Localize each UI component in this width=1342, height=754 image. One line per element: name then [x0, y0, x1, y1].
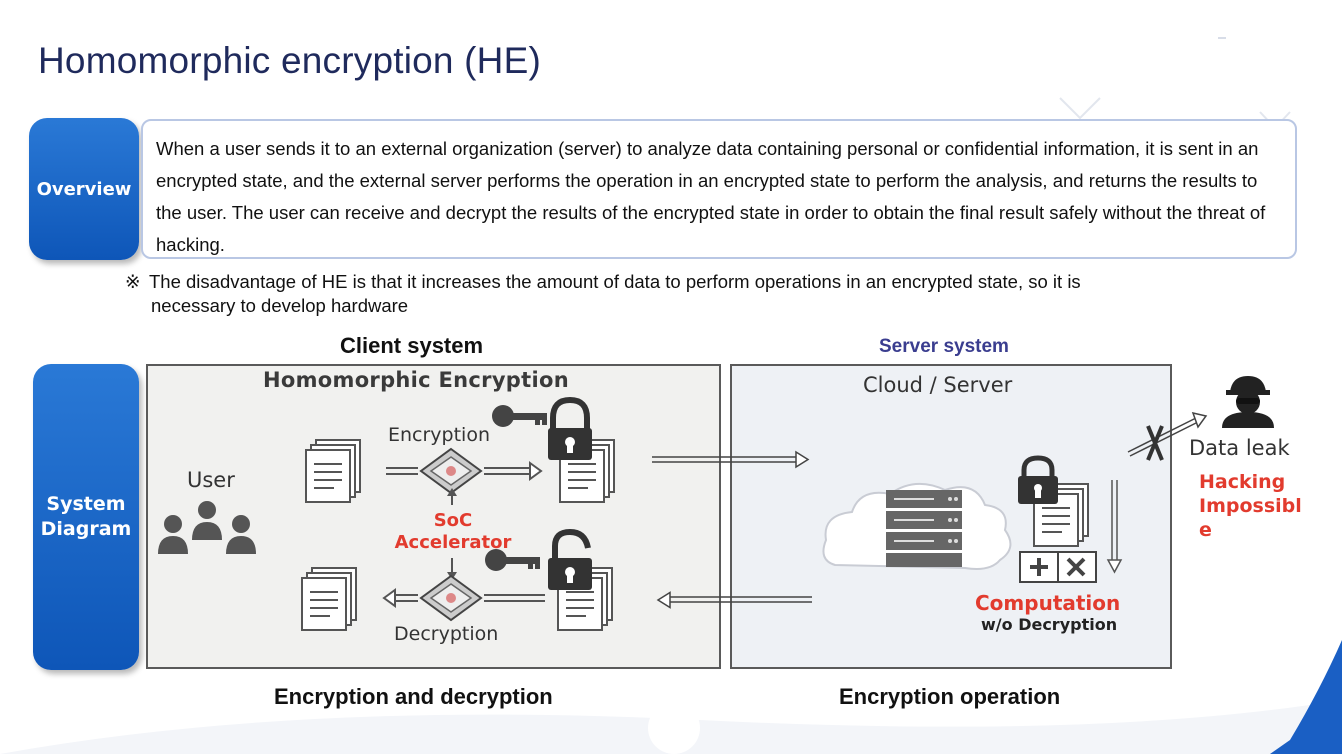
note-line-2: necessary to develop hardware	[151, 295, 409, 316]
system-diagram-tab: System Diagram	[33, 364, 139, 670]
encryption-decryption-label: Encryption and decryption	[274, 684, 553, 709]
soc-chip-decrypt-icon	[420, 575, 482, 621]
hacking-impossible-label: Hacking Impossibl e	[1199, 470, 1309, 542]
plus-times-icon	[1019, 551, 1097, 583]
encryption-label: Encryption	[388, 424, 491, 446]
computation-sub-label: w/o Decryption	[981, 615, 1118, 634]
hacking-line-1: Hacking	[1199, 471, 1286, 493]
decryption-label: Decryption	[394, 623, 499, 645]
encrypt-arrow-icon	[484, 461, 543, 481]
users-icon	[158, 501, 256, 554]
note-symbol: ※	[125, 271, 141, 292]
page-title: Homomorphic encryption (HE)	[38, 40, 542, 81]
data-leak-label: Data leak	[1189, 436, 1290, 460]
process-down-arrow-icon	[1106, 480, 1123, 574]
server-icon	[886, 490, 962, 567]
client-system-label: Client system	[340, 333, 484, 358]
encryption-operation-label: Encryption operation	[839, 684, 1061, 709]
plaintext-document-icon	[305, 439, 361, 503]
soc-accelerator-label: SoC Accelerator	[386, 510, 520, 554]
server-lock-icon	[1018, 455, 1058, 504]
overview-tab: Overview	[29, 118, 139, 260]
hacking-line-3: e	[1199, 519, 1212, 541]
computation-label: Computation	[975, 591, 1121, 615]
soc-line-2: Accelerator	[394, 532, 512, 553]
system-tab-line-2: Diagram	[40, 518, 132, 540]
user-label: User	[187, 468, 235, 492]
overview-box: When a user sends it to an external orga…	[141, 119, 1297, 259]
system-tab-line-1: System	[46, 493, 126, 515]
hacking-line-2: Impossibl	[1199, 495, 1302, 517]
key-icon	[492, 405, 547, 427]
decrypted-document-icon	[301, 567, 357, 631]
disadvantage-note: ※ The disadvantage of HE is that it incre…	[125, 270, 1275, 318]
server-system-label: Server system	[879, 336, 1009, 357]
soc-chip-icon	[420, 448, 482, 494]
hacker-icon	[1212, 372, 1282, 430]
return-to-client-arrow-icon	[656, 591, 812, 609]
overview-text: When a user sends it to an external orga…	[156, 138, 1266, 255]
lock-icon	[548, 396, 592, 460]
decrypt-arrow-icon	[382, 588, 418, 608]
send-to-server-arrow-icon	[652, 450, 810, 469]
blocked-leak-icon	[1127, 411, 1208, 461]
overview-tab-label: Overview	[36, 178, 132, 200]
he-title: Homomorphic Encryption	[263, 368, 569, 392]
soc-line-1: SoC	[433, 510, 473, 531]
cloud-server-label: Cloud / Server	[863, 373, 1013, 397]
note-line-1: The disadvantage of HE is that it increa…	[149, 271, 1081, 292]
unlock-icon	[548, 528, 592, 590]
